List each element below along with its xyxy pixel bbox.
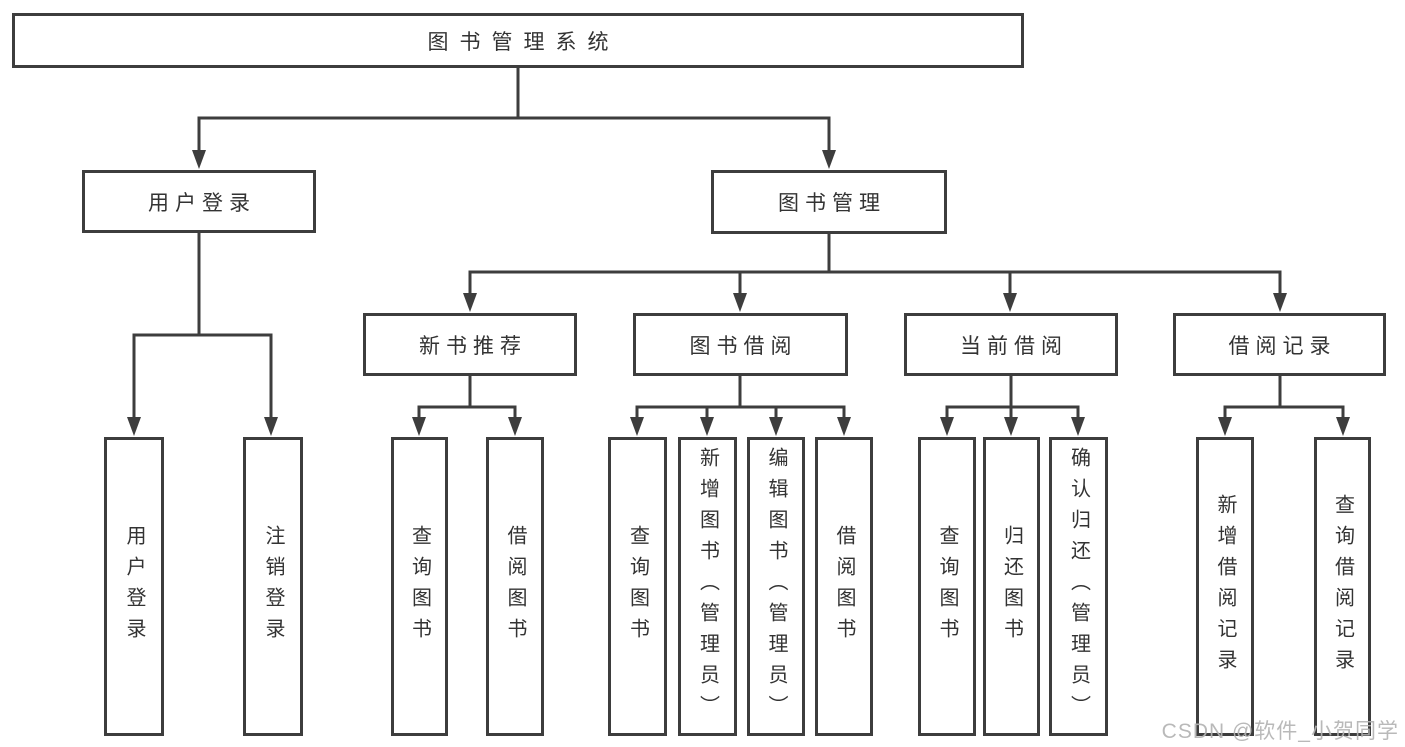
leaf-login-logout: 注销登录	[243, 437, 303, 736]
leaf-borrow-edit-books-admin: 编辑图书（管理员）	[747, 437, 805, 736]
node-new-book-recommendation: 新书推荐	[363, 313, 577, 376]
leaf-current-confirm-return-admin: 确认归还（管理员）	[1049, 437, 1108, 736]
leaf-newbook-borrow-books: 借阅图书	[486, 437, 544, 736]
csdn-watermark: CSDN @软件_小贺同学	[1161, 720, 1399, 743]
leaf-current-query-books: 查询图书	[918, 437, 976, 736]
leaf-records-query-record: 查询借阅记录	[1314, 437, 1371, 736]
node-library-management-system: 图书管理系统	[12, 13, 1024, 68]
connector-current-borrow	[940, 376, 1085, 436]
node-book-management: 图书管理	[711, 170, 947, 234]
node-book-borrowing: 图书借阅	[633, 313, 848, 376]
leaf-borrow-query-books: 查询图书	[608, 437, 667, 736]
leaf-newbook-query-books: 查询图书	[391, 437, 448, 736]
connector-user-login	[127, 233, 278, 436]
leaf-records-add-record: 新增借阅记录	[1196, 437, 1254, 736]
leaf-current-return-books: 归还图书	[983, 437, 1040, 736]
node-user-login: 用户登录	[82, 170, 316, 233]
connector-book-management	[463, 234, 1287, 312]
connector-root	[192, 68, 836, 169]
leaf-borrow-borrow-books: 借阅图书	[815, 437, 873, 736]
leaf-borrow-add-books-admin: 新增图书（管理员）	[678, 437, 737, 736]
node-current-borrowing: 当前借阅	[904, 313, 1118, 376]
leaf-login-user-login: 用户登录	[104, 437, 164, 736]
connector-borrow-records	[1218, 376, 1350, 436]
connector-new-book-recommend	[412, 376, 522, 436]
node-borrowing-records: 借阅记录	[1173, 313, 1386, 376]
connector-book-borrow	[630, 376, 851, 436]
